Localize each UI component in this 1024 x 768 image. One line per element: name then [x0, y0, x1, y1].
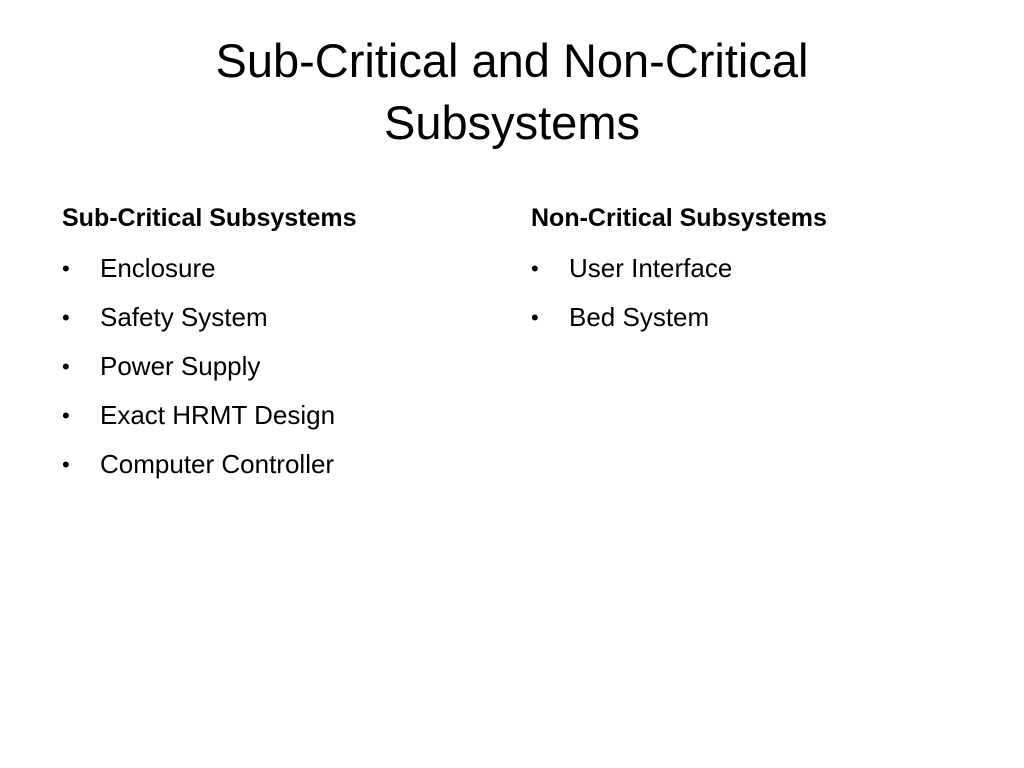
sub-critical-list: •Enclosure •Safety System •Power Supply …: [62, 244, 502, 489]
list-item-label: Exact HRMT Design: [100, 400, 336, 430]
list-item: • Exact HRMT Design: [62, 391, 502, 440]
list-item-label: Power Supply: [100, 351, 261, 381]
list-item-label: Enclosure: [100, 253, 216, 283]
list-item: • Power Supply: [62, 342, 502, 391]
list-item-label: User Interface: [569, 253, 733, 283]
list-item: • Safety System: [62, 293, 502, 342]
list-item: • User Interface: [531, 244, 971, 293]
slide-title-line-2: Subsystems: [384, 96, 640, 149]
bullet-icon: •: [531, 305, 539, 330]
list-item: • Bed System: [531, 293, 971, 342]
list-item-label: Safety System: [100, 302, 268, 332]
slide-title: Sub-Critical and Non-Critical Subsystems: [120, 30, 904, 154]
bullet-icon: •: [62, 256, 70, 281]
sub-critical-heading: Sub-Critical Subsystems: [62, 204, 357, 232]
bullet-icon: •: [62, 452, 70, 477]
sub-critical-column: Sub-Critical Subsystems • Enclosure • Safe…: [62, 198, 502, 489]
list-item: • Enclosure: [62, 244, 502, 293]
non-critical-list: • User Interface • Bed System: [531, 244, 971, 342]
list-item: • Computer Controller: [62, 440, 502, 489]
non-critical-heading: Non-Critical Subsystems: [531, 204, 827, 232]
bullet-icon: •: [62, 403, 70, 428]
bullet-icon: •: [62, 354, 70, 379]
non-critical-column: Non-Critical Subsystems • User Interface …: [531, 198, 971, 342]
list-item-label: Bed System: [569, 302, 710, 332]
bullet-icon: •: [62, 305, 70, 330]
slide-title-line-1: Sub-Critical and Non-Critical: [215, 34, 809, 87]
bullet-icon: •: [531, 256, 539, 281]
list-item-label: Computer Controller: [100, 449, 335, 479]
